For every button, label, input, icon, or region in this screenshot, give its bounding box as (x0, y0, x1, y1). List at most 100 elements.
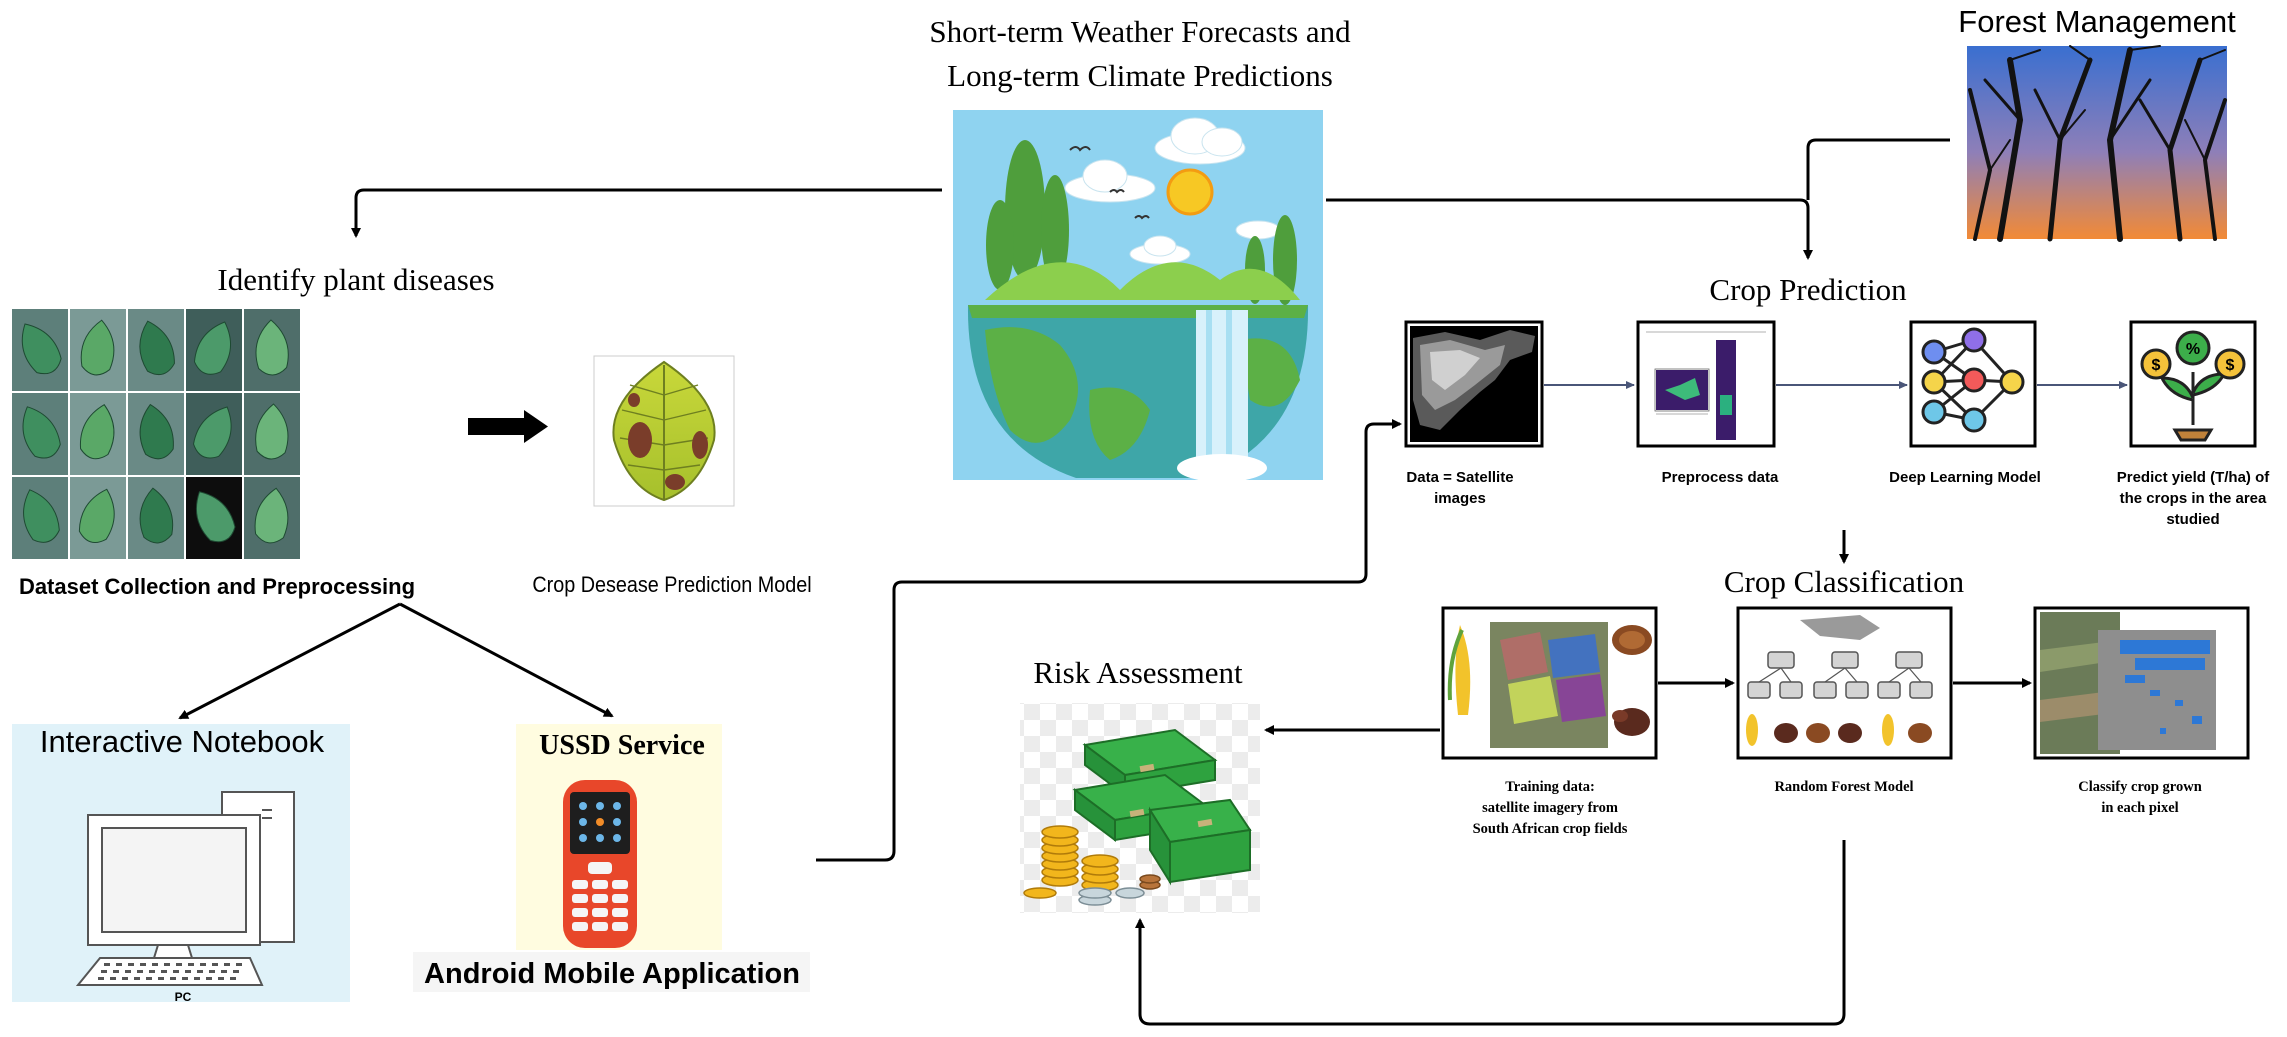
notebook-title: Interactive Notebook (40, 724, 325, 759)
weather-title-line1: Short-term Weather Forecasts and (929, 14, 1351, 49)
dataset-to-model-arrow (468, 410, 548, 443)
keyboard-key (98, 977, 104, 980)
phone-icon (563, 780, 637, 948)
keyboard-key (161, 970, 167, 973)
keyboard-key (197, 970, 203, 973)
keyboard-key (149, 970, 155, 973)
leaf-icon (78, 488, 115, 544)
classification-step-1-line1: Training data: (1505, 779, 1595, 795)
model-label: Crop Desease Prediction Model (532, 573, 811, 597)
keyboard-key (110, 977, 116, 980)
leaf-icon (196, 491, 236, 543)
keyboard-key (125, 970, 131, 973)
plant-diseases-section: Identify plant diseases Dataset Collecti… (12, 262, 812, 599)
leaf-icon (139, 320, 175, 376)
keyboard-key (116, 963, 122, 966)
plant-title: Identify plant diseases (217, 262, 494, 297)
keyboard-key (122, 977, 128, 980)
forest-photo (1967, 45, 2227, 242)
crop-classification-section: Crop Classification (1441, 564, 2250, 837)
crop-classification-title: Crop Classification (1724, 564, 1965, 599)
main-connectors (178, 138, 1950, 1026)
leaf-icon (79, 403, 115, 460)
prediction-step-3-line1: Deep Learning Model (1889, 469, 2041, 486)
keyboard-key (104, 963, 110, 966)
classification-step-2-line1: Random Forest Model (1774, 779, 1913, 795)
mobile-section: USSD Service Android Mobile Application (413, 724, 810, 992)
keyboard-key (218, 977, 224, 980)
pc-label: PC (175, 990, 192, 1004)
prediction-step-4-line1: Predict yield (T/ha) of (2117, 469, 2271, 486)
keyboard-key (170, 977, 176, 980)
dollar-icon-right: $ (2226, 357, 2235, 374)
keyboard-key (113, 970, 119, 973)
keyboard-key (128, 963, 134, 966)
classification-step-1-line2: satellite imagery from (1482, 800, 1618, 816)
satellite-data-box (1404, 320, 1544, 448)
risk-title: Risk Assessment (1033, 655, 1243, 690)
leaf-icon (80, 319, 115, 376)
weather-section: Short-term Weather Forecasts and Long-te… (929, 14, 1351, 482)
prediction-step-2-line1: Preprocess data (1662, 469, 1779, 486)
keyboard-key (236, 963, 242, 966)
ussd-title: USSD Service (539, 730, 705, 761)
classification-step-labels: Training data: satellite imagery fromSout… (1473, 779, 2202, 837)
leaf-icon (139, 403, 174, 460)
prediction-step-labels: Data = Satellite images Preprocess data Dee… (1406, 469, 2270, 528)
forest-title: Forest Management (1958, 4, 2236, 39)
leaf-icon (22, 406, 61, 459)
prediction-step-4-line3: studied (2166, 511, 2219, 528)
android-label: Android Mobile Application (424, 958, 800, 990)
leaf-dataset-grid (12, 309, 300, 559)
leaf-icon (23, 489, 60, 543)
deep-learning-box (1909, 320, 2037, 448)
prediction-step-1-line1: Data = Satellite (1406, 469, 1513, 486)
leaf-icon (21, 323, 62, 375)
keyboard-key (101, 970, 107, 973)
prediction-step-4-line2: the crops in the area (2120, 490, 2267, 507)
notebook-section: Interactive Notebook PC (12, 724, 350, 1004)
training-data-box (1441, 606, 1658, 760)
keyboard-key (230, 977, 236, 980)
weather-title-line2: Long-term Climate Predictions (947, 58, 1333, 93)
keyboard-key (164, 963, 170, 966)
crop-prediction-title: Crop Prediction (1709, 272, 1907, 307)
keyboard-key (206, 977, 212, 980)
leaf-icon (193, 406, 232, 459)
keyboard-key (188, 963, 194, 966)
keyboard-key (194, 977, 200, 980)
random-forest-box (1736, 606, 1953, 760)
classification-step-3-line1: Classify crop grown (2078, 779, 2202, 795)
leaf-icon (139, 487, 174, 544)
classification-step-3-line2: in each pixel (2101, 800, 2178, 816)
forest-section: Forest Management (1958, 4, 2236, 242)
keyboard-key (185, 970, 191, 973)
dollar-icon-left: $ (2152, 357, 2161, 374)
keyboard-key (146, 977, 152, 980)
leaf-icon (255, 403, 289, 460)
leaf-icon (254, 487, 289, 544)
keyboard-key (158, 977, 164, 980)
crop-prediction-section: Crop Prediction (1404, 272, 2270, 528)
keyboard-key (221, 970, 227, 973)
keyboard-keys (98, 963, 242, 980)
classification-step-1-line3: South African crop fields (1473, 821, 1628, 837)
keyboard-key (137, 970, 143, 973)
keyboard-key (200, 963, 206, 966)
keyboard-key (209, 970, 215, 973)
keyboard-key (176, 963, 182, 966)
risk-section: Risk Assessment (1020, 655, 1260, 913)
diseased-leaf-image (593, 355, 735, 507)
preprocess-box (1636, 320, 1776, 448)
dataset-label: Dataset Collection and Preprocessing (19, 574, 415, 599)
keyboard-key (140, 963, 146, 966)
percent-icon: % (2186, 341, 2200, 358)
keyboard-key (233, 970, 239, 973)
keyboard-key (173, 970, 179, 973)
money-illustration (1020, 703, 1260, 913)
prediction-step-1-line2: images (1434, 490, 1486, 507)
keyboard-key (224, 963, 230, 966)
keyboard-key (152, 963, 158, 966)
keyboard-key (134, 977, 140, 980)
